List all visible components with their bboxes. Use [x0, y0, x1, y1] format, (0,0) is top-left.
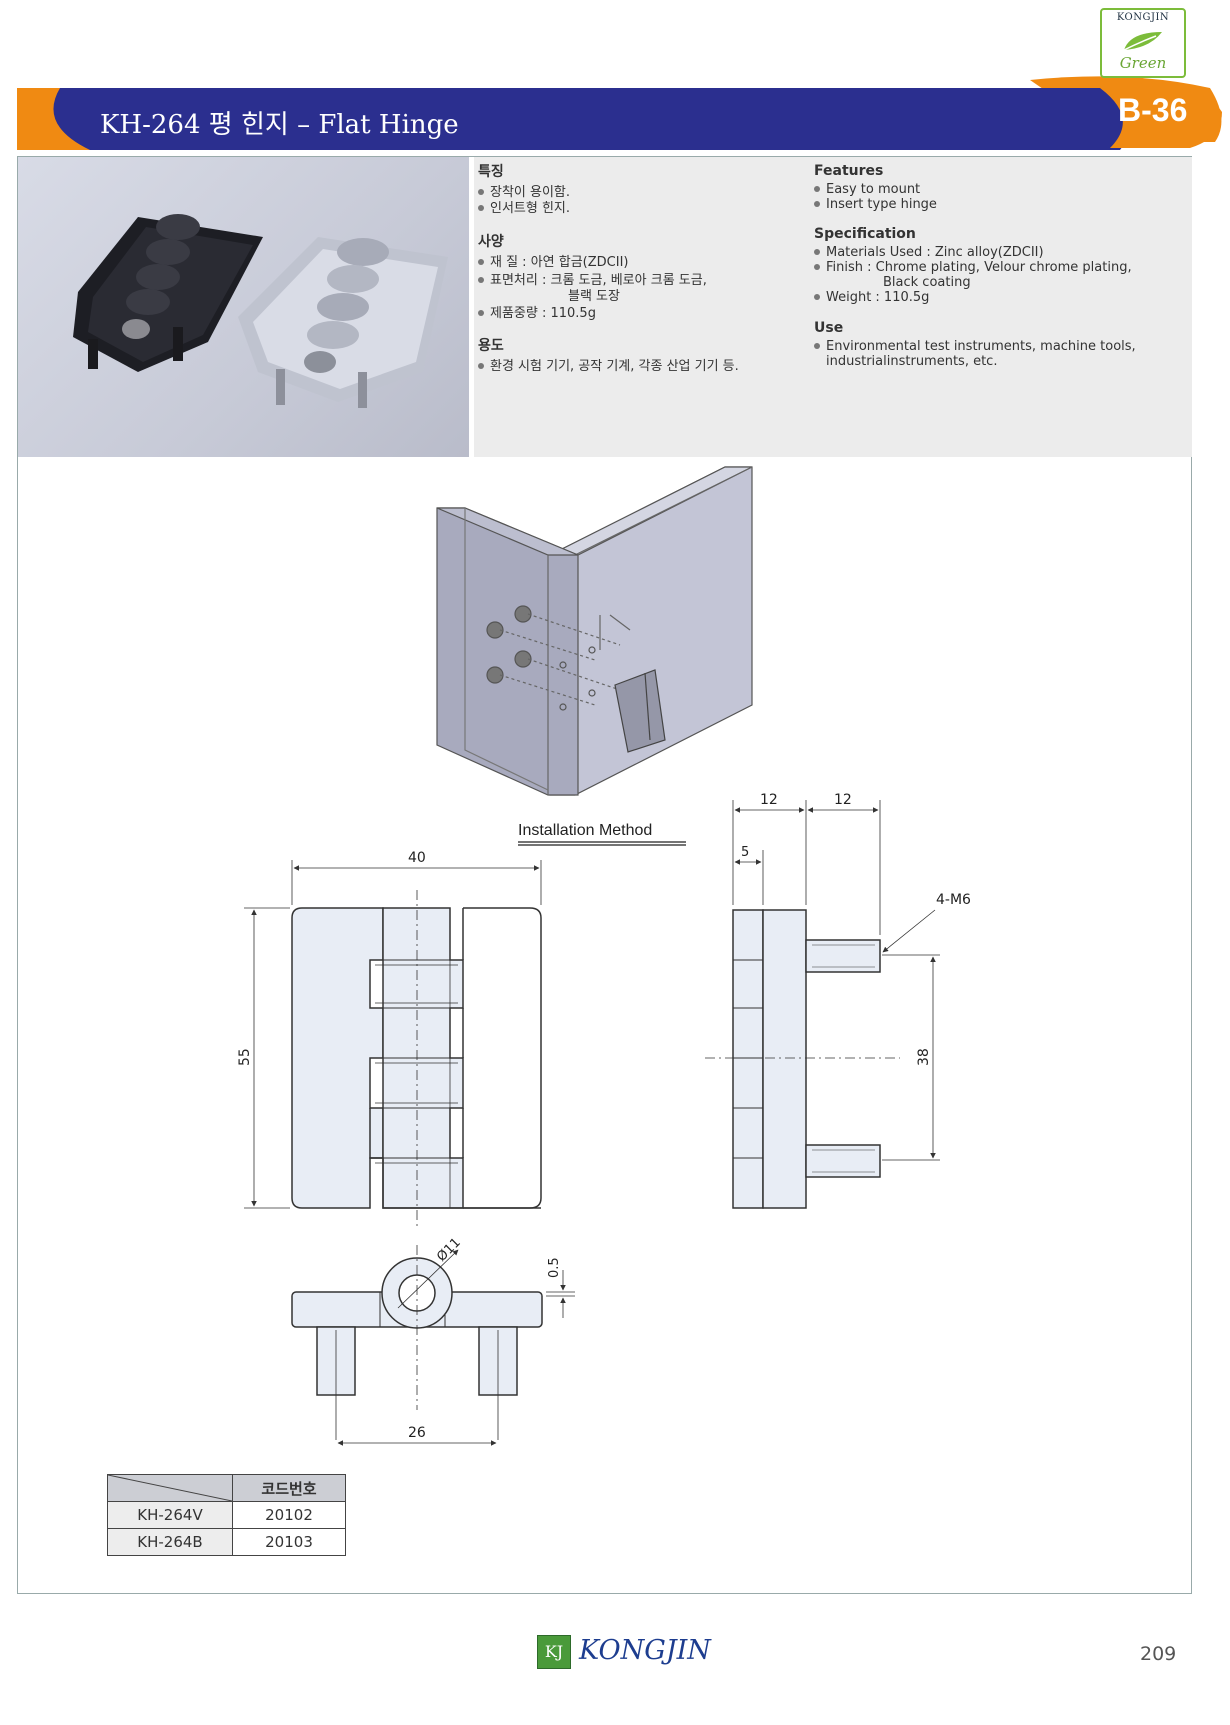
footer-brand: KONGJIN [579, 1635, 711, 1666]
kr-feature-2: 인서트형 힌지. [478, 197, 570, 216]
kr-spec-2: 표면처리 : 크롬 도금, 베로아 크롬 도금, [478, 269, 707, 288]
en-use-2: industrialinstruments, etc. [826, 354, 998, 369]
spec-panel: 특징 장착이 용이함. 인서트형 힌지. 사양 재 질 : 아연 합금(ZDCI… [474, 157, 1192, 457]
en-use-title: Use [814, 320, 844, 336]
diagonal-line-icon [108, 1475, 232, 1501]
installation-illustration [436, 466, 753, 796]
code-table-corner [107, 1474, 233, 1502]
dim-side-12a: 12 [760, 792, 778, 808]
kr-spec-4: 제품중량 : 110.5g [478, 302, 596, 321]
table-row: KH-264B 20103 [107, 1528, 346, 1556]
kr-spec-3: 블랙 도장 [568, 289, 620, 304]
dim-offset: 0.5 [547, 1257, 562, 1278]
code-table: 코드번호 KH-264V 20102 KH-264B 20103 [107, 1474, 346, 1556]
kongjin-green-logo: KONGJIN Green [1100, 8, 1186, 78]
hinge-mounted [614, 669, 666, 753]
page-title: KH-264 평 힌지 – Flat Hinge [100, 110, 459, 140]
en-feature-1: Easy to mount [814, 182, 920, 197]
page-code-badge: B-36 [1118, 92, 1188, 128]
dim-height: 55 [237, 1048, 253, 1066]
kr-use-1: 환경 시험 기기, 공작 기계, 각종 산업 기기 등. [478, 355, 739, 374]
en-spec-4: Weight : 110.5g [814, 290, 929, 305]
kr-spec-title: 사양 [478, 234, 504, 250]
product-photo [18, 157, 469, 457]
model-cell: KH-264V [107, 1501, 233, 1529]
en-spec-2: Finish : Chrome plating, Velour chrome p… [814, 260, 1132, 275]
kr-feature-1: 장착이 용이함. [478, 181, 570, 200]
silver-hinge-image [238, 237, 448, 408]
code-cell: 20102 [232, 1501, 346, 1529]
kr-features-title: 특징 [478, 164, 504, 180]
code-table-header: 코드번호 [232, 1474, 346, 1502]
hinge-photo-illustration [73, 214, 448, 408]
dim-bore: Ø11 [434, 1235, 464, 1265]
top-view-drawing [291, 1245, 543, 1440]
header-band [17, 76, 1222, 150]
black-hinge-image [73, 214, 263, 372]
kr-spec-1: 재 질 : 아연 합금(ZDCII) [478, 251, 628, 270]
header-left-orange [17, 88, 90, 150]
en-spec-3: Black coating [883, 275, 971, 290]
kr-use-title: 용도 [478, 338, 504, 354]
front-view-drawing [291, 890, 542, 1228]
table-row: KH-264V 20102 [107, 1501, 346, 1529]
en-spec-title: Specification [814, 226, 916, 242]
page-number: 209 [1140, 1643, 1177, 1665]
en-use-1: Environmental test instruments, machine … [814, 339, 1136, 354]
content-frame [17, 156, 1192, 1594]
side-view-drawing [705, 909, 900, 1209]
header-blue-band [17, 88, 1135, 150]
installation-label: Installation Method [518, 822, 652, 839]
logo-top-text: KONGJIN [1116, 12, 1170, 23]
header-right-orange-badge [1100, 85, 1222, 148]
dim-pitch: 38 [916, 1048, 932, 1066]
dim-pin-span: 26 [408, 1425, 426, 1441]
code-cell: 20103 [232, 1528, 346, 1556]
model-cell: KH-264B [107, 1528, 233, 1556]
dim-thread: 4-M6 [936, 892, 971, 908]
dim-side-12b: 12 [834, 792, 852, 808]
leaf-icon [1123, 32, 1162, 51]
dim-width: 40 [408, 850, 426, 866]
en-spec-1: Materials Used : Zinc alloy(ZDCII) [814, 245, 1044, 260]
dim-side-5: 5 [741, 845, 749, 860]
code-table-header-row: 코드번호 [107, 1474, 346, 1502]
logo-bottom-text: Green [1119, 54, 1167, 72]
en-features-title: Features [814, 163, 884, 179]
en-feature-2: Insert type hinge [814, 197, 937, 212]
kj-logo-mark: KJ [537, 1635, 571, 1669]
